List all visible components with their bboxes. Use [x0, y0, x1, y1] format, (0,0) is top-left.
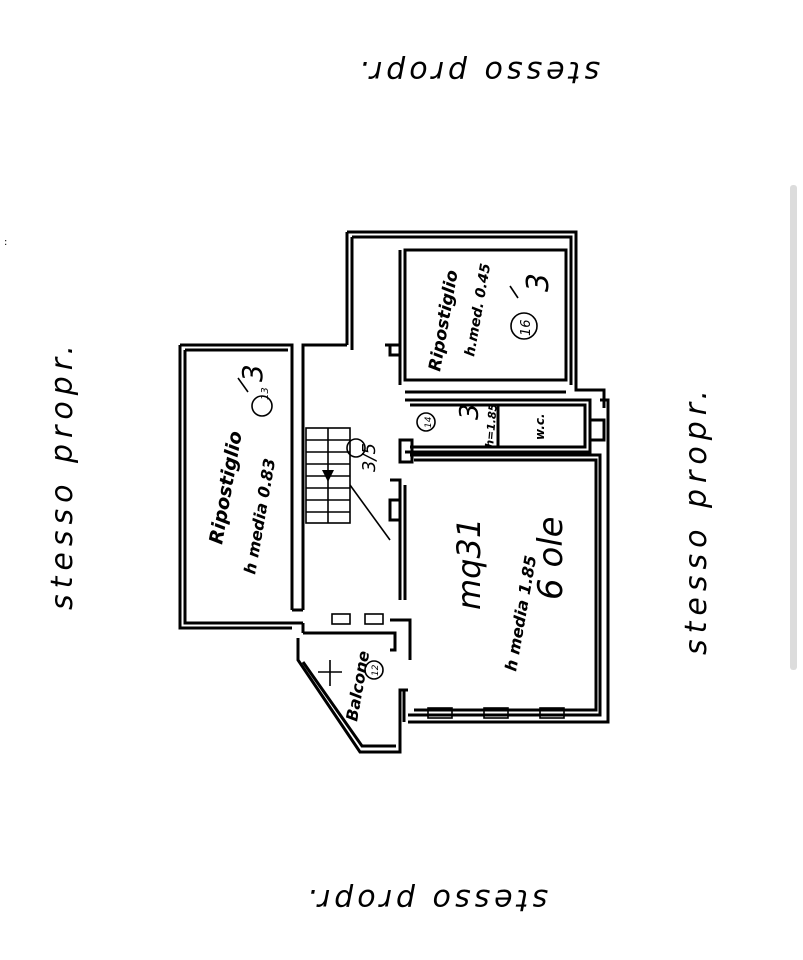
label-top: stesso propr. [355, 54, 600, 89]
speck-mark: : [4, 237, 7, 248]
stair-mark-circle [346, 438, 366, 458]
room-number-circle [364, 660, 384, 680]
main-room-hand-1: mq31 [450, 518, 488, 610]
wc-label: w.c. [533, 413, 547, 440]
balcony-num: 12 [371, 664, 381, 676]
room-number-circle [251, 395, 273, 417]
ripostiglio-top-name: Ripostiglio [425, 268, 463, 373]
balcony-name: Balcone [342, 649, 373, 723]
small-room-mark: 3 [455, 403, 485, 420]
scrollbar[interactable] [790, 185, 797, 670]
ripostiglio-left-mark: 3 [236, 364, 269, 382]
room-number-circle [510, 312, 538, 340]
small-room-height: h=1.85 [483, 403, 500, 448]
windows [331, 613, 565, 719]
stair [305, 427, 391, 541]
ripostiglio-top-height: h.med. 0.45 [462, 262, 494, 358]
small-room-num: 14 [424, 416, 434, 428]
ripostiglio-left-height: h media 0.83 [240, 457, 279, 576]
walls [178, 230, 610, 754]
label-left: stesso propr. [45, 339, 80, 610]
ripostiglio-left-num: 13 [260, 387, 271, 400]
ripostiglio-left-name: Ripostiglio [205, 429, 247, 545]
label-right: stesso propr. [679, 384, 714, 655]
label-bottom: stesso propr. [303, 882, 548, 917]
stair-mark: 3/5 [359, 443, 380, 472]
ripostiglio-top-num: 16 [519, 319, 534, 336]
ripostiglio-top-mark: 3 [521, 273, 556, 292]
room-number-circle [416, 412, 436, 432]
main-room-hand-2: 6 ole [531, 516, 571, 600]
